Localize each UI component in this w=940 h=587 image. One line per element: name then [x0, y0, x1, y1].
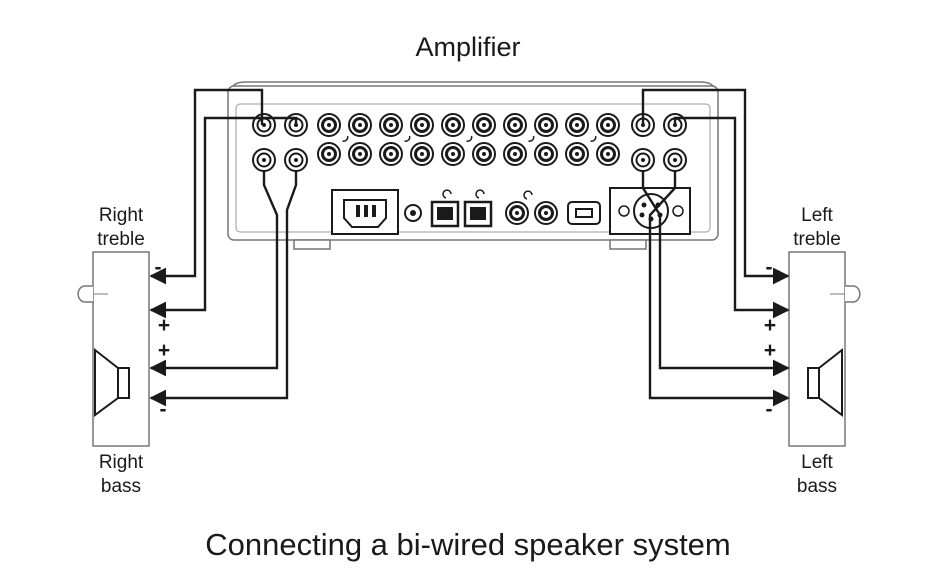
wire-left-treble-plus: [673, 116, 790, 319]
usb-port: [567, 201, 601, 225]
right-treble-label-line1: Right: [99, 205, 144, 226]
wire-left-treble-minus: [641, 88, 790, 285]
power-inlet: [331, 189, 399, 235]
polarity-left-treble-plus: +: [764, 314, 776, 337]
left-treble-label: Left treble: [793, 205, 841, 250]
wire-right-treble-minus: [149, 88, 264, 285]
right-treble-label-line2: treble: [97, 229, 145, 250]
rca-socket: [596, 113, 620, 137]
rca-socket: [441, 142, 465, 166]
wire-right-bass-plus: [149, 170, 279, 377]
wire-left-bass-minus: [648, 170, 790, 407]
rca-socket: [565, 142, 589, 166]
rca-socket: [441, 113, 465, 137]
polarity-right-treble-plus: +: [158, 314, 170, 337]
polarity-right-treble-minus: -: [155, 256, 162, 279]
left-bass-label-line2: bass: [797, 476, 837, 497]
amplifier-rear-panel: [227, 81, 719, 250]
rca-socket: [534, 113, 558, 137]
rca-socket: [379, 113, 403, 137]
terminal-right-bass-plus: [252, 148, 276, 172]
left-treble-label-line1: Left: [801, 205, 833, 226]
wire-right-bass-minus: [149, 170, 298, 407]
xlr-connector: [609, 187, 691, 235]
rca-socket: [596, 142, 620, 166]
socket-pair-mark: [466, 135, 473, 142]
right-bass-label-line2: bass: [101, 476, 141, 497]
ground-post: [404, 204, 422, 222]
amplifier-foot-right: [609, 239, 647, 250]
terminal-right-bass-minus: [284, 148, 308, 172]
rca-socket: [472, 142, 496, 166]
wire-left-bass-plus: [641, 170, 790, 377]
terminal-left-bass-minus: [663, 148, 687, 172]
rca-input-sockets: [317, 113, 620, 166]
optical-inputs: [430, 189, 493, 228]
left-bass-label: Left bass: [797, 452, 837, 497]
diagram-caption: Connecting a bi-wired speaker system: [205, 527, 731, 562]
right-speaker-wires: [149, 88, 298, 407]
rca-socket: [348, 142, 372, 166]
polarity-right-bass-plus: +: [158, 339, 170, 362]
socket-pair-mark: [404, 135, 411, 142]
left-polarity-signs: - + + -: [764, 256, 776, 421]
rca-socket: [534, 142, 558, 166]
right-woofer-icon: [94, 347, 130, 417]
socket-pair-mark: [590, 135, 597, 142]
polarity-left-bass-plus: +: [764, 339, 776, 362]
polarity-left-treble-minus: -: [766, 256, 773, 279]
rca-socket: [410, 113, 434, 137]
left-treble-label-line2: treble: [793, 229, 841, 250]
rca-socket: [410, 142, 434, 166]
right-bass-label: Right bass: [99, 452, 144, 497]
wire-right-treble-plus: [149, 116, 298, 319]
diagram-title: Amplifier: [415, 32, 520, 62]
left-bass-label-line1: Left: [801, 452, 833, 473]
rca-socket: [317, 113, 341, 137]
rca-socket: [472, 113, 496, 137]
right-bass-label-line1: Right: [99, 452, 144, 473]
rca-socket: [503, 142, 527, 166]
right-treble-label: Right treble: [97, 205, 145, 250]
left-speaker-cabinet: [788, 251, 861, 447]
terminal-left-bass-plus: [631, 148, 655, 172]
socket-pair-mark: [528, 135, 535, 142]
left-speaker-wires: [641, 88, 790, 407]
right-speaker-cabinet: [77, 251, 150, 447]
socket-pair-mark: [342, 135, 349, 142]
coax-inputs: [505, 190, 558, 225]
rca-socket: [348, 113, 372, 137]
right-polarity-signs: - + + -: [155, 256, 171, 421]
amplifier-foot-left: [293, 239, 331, 250]
rca-socket: [379, 142, 403, 166]
polarity-right-bass-minus: -: [160, 398, 167, 421]
rca-socket: [503, 113, 527, 137]
rca-socket: [317, 142, 341, 166]
left-woofer-icon: [807, 347, 843, 417]
rca-socket: [565, 113, 589, 137]
polarity-left-bass-minus: -: [766, 398, 773, 421]
